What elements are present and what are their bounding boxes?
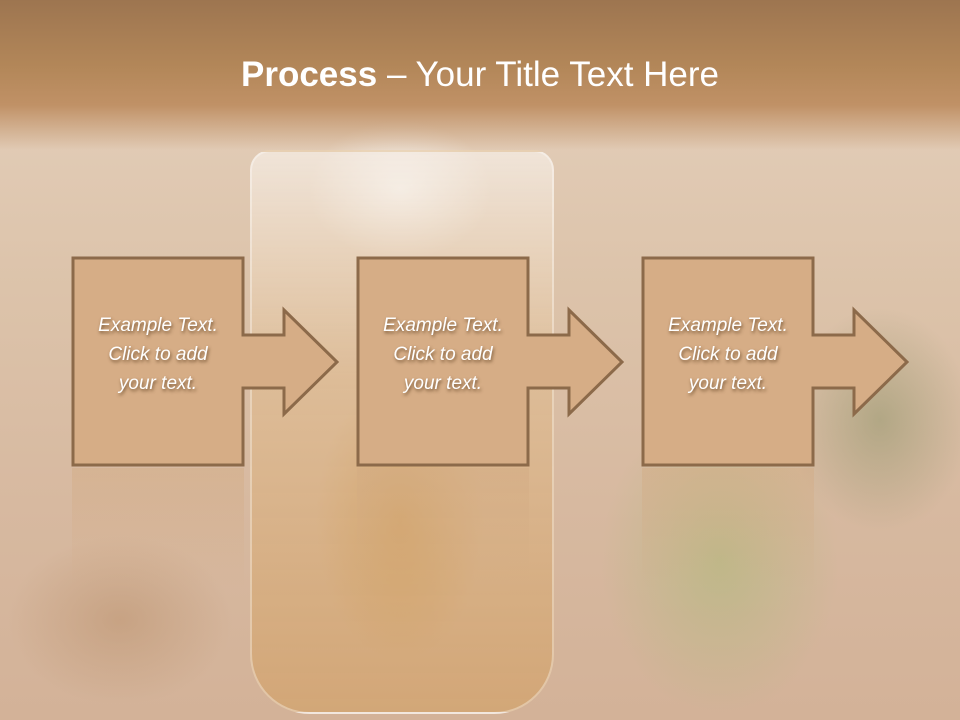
arrow-box-shape	[356, 256, 625, 467]
step-1-reflection	[72, 468, 244, 588]
step-line: Example Text.	[98, 315, 218, 336]
step-line: your text.	[688, 373, 768, 394]
title-bar	[0, 0, 960, 150]
step-line: Click to add	[678, 344, 778, 365]
step-line: Example Text.	[668, 315, 788, 336]
step-line: Click to add	[393, 344, 493, 365]
process-step-1[interactable]: Example Text. Click to add your text.	[71, 256, 340, 467]
arrow-box-shape	[71, 256, 340, 467]
process-step-2[interactable]: Example Text. Click to add your text.	[356, 256, 625, 467]
process-step-3[interactable]: Example Text. Click to add your text.	[641, 256, 910, 467]
step-line: Click to add	[108, 344, 208, 365]
title-bold: Process	[241, 55, 378, 94]
title-rest: – Your Title Text Here	[377, 55, 719, 94]
step-text: Example Text. Click to add your text.	[642, 311, 814, 398]
step-text: Example Text. Click to add your text.	[357, 311, 529, 398]
step-3-reflection	[642, 468, 814, 588]
arrow-box-shape	[641, 256, 910, 467]
step-line: your text.	[118, 373, 198, 394]
step-text: Example Text. Click to add your text.	[72, 311, 244, 398]
step-line: your text.	[403, 373, 483, 394]
slide-title[interactable]: Process – Your Title Text Here	[0, 52, 960, 98]
step-2-reflection	[357, 468, 529, 588]
step-line: Example Text.	[383, 315, 503, 336]
